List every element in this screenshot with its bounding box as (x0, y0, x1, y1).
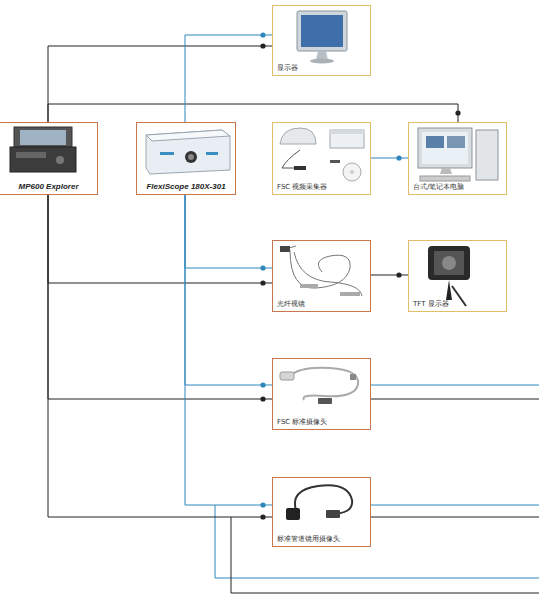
device-caption: 光纤视镜 (277, 300, 366, 309)
device-caption: 标准管道镜用摄像头 (277, 535, 366, 544)
cable-connector (48, 195, 272, 399)
device-box: MP600 Explorer (0, 122, 98, 195)
device-box: TFT 显示器 (408, 240, 507, 312)
off-page-wire (371, 399, 539, 400)
cable-connector (48, 195, 272, 517)
cable-connector (48, 195, 272, 283)
off-page-wire (371, 505, 539, 506)
device-caption: FlexiScope 180X-301 (146, 182, 225, 192)
device-box: FlexiScope 180X-301 (136, 122, 236, 195)
device-caption: FSC 视频采集器 (277, 183, 366, 192)
cable-connector (185, 195, 272, 505)
cable-connector (48, 46, 272, 122)
device-caption: 显示器 (277, 64, 366, 73)
cable-connector (371, 275, 408, 276)
device-box: 显示器 (272, 5, 371, 76)
device-caption: MP600 Explorer (18, 182, 78, 192)
device-caption: 台式/笔记本电脑 (413, 183, 502, 192)
device-box: FSC 标准摄像头 (272, 358, 371, 430)
cable-connector (185, 195, 272, 268)
cable-connector (185, 35, 272, 122)
device-caption: TFT 显示器 (413, 300, 502, 309)
device-box: 台式/笔记本电脑 (408, 122, 507, 195)
off-page-wires (215, 385, 539, 593)
cable-connector (48, 104, 458, 122)
device-box: 标准管道镜用摄像头 (272, 477, 371, 547)
device-box: FSC 视频采集器 (272, 122, 371, 195)
cable-connector (371, 158, 408, 159)
off-page-wire (371, 385, 539, 386)
device-box: 光纤视镜 (272, 240, 371, 312)
device-caption: FSC 标准摄像头 (277, 418, 366, 427)
off-page-wire (371, 517, 539, 518)
off-page-wire (215, 505, 539, 578)
cable-connector (185, 195, 272, 385)
